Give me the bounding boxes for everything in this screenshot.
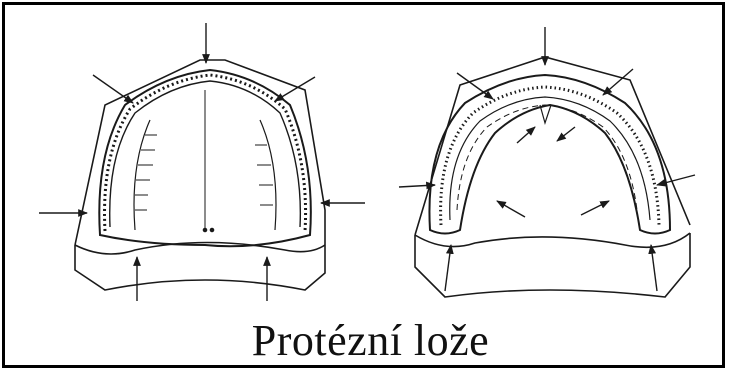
- upper-jaw-model: [39, 23, 365, 301]
- lower-base: [415, 233, 690, 297]
- upper-base: [75, 245, 325, 290]
- upper-arrows: [39, 23, 365, 301]
- figure-caption: Protézní lože: [5, 315, 731, 366]
- lower-jaw-model: [399, 27, 695, 297]
- lower-arrows: [399, 27, 695, 291]
- upper-outline: [75, 60, 325, 245]
- figure-frame: Protézní lože: [2, 2, 725, 368]
